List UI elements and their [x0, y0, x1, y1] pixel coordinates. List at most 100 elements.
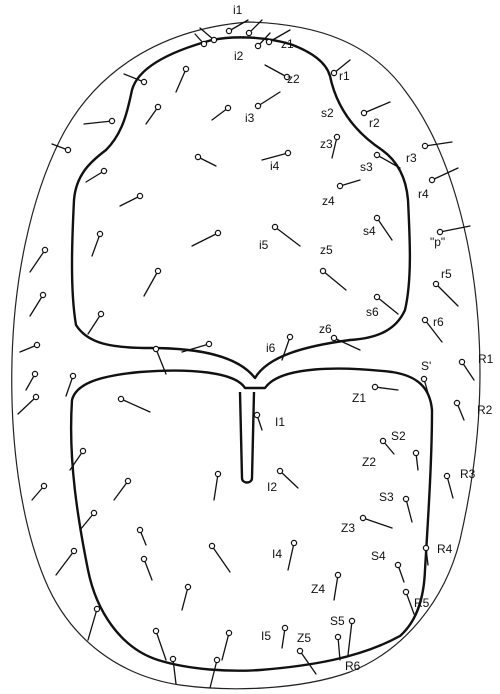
seta-label: Z5	[297, 631, 311, 645]
seta	[210, 657, 220, 688]
seta	[84, 118, 115, 124]
seta	[153, 628, 166, 660]
seta-label: i6	[266, 341, 276, 355]
seta-label: I4	[272, 547, 282, 561]
seta-label: r3	[406, 151, 417, 165]
seta-label: i3	[245, 111, 255, 125]
seta	[277, 468, 298, 488]
seta	[20, 342, 40, 352]
seta	[429, 168, 458, 183]
seta-label: i5	[259, 238, 269, 252]
seta	[137, 527, 146, 545]
seta	[348, 618, 355, 655]
seta	[88, 606, 100, 640]
seta	[403, 589, 414, 614]
seta	[320, 268, 346, 290]
seta	[176, 66, 189, 92]
seta-label: r1	[339, 69, 350, 83]
seta-label: i2	[234, 49, 244, 63]
seta	[413, 450, 418, 470]
seta	[182, 584, 191, 610]
seta-label: "p"	[430, 235, 445, 249]
podonotal-shield	[72, 37, 410, 378]
seta-label: Z1	[352, 391, 366, 405]
seta	[18, 394, 39, 414]
seta	[454, 400, 464, 420]
seta-label: R2	[477, 403, 493, 417]
seta	[337, 180, 360, 189]
seta	[214, 471, 221, 500]
seta	[255, 92, 280, 109]
seta-label: i1	[233, 3, 243, 17]
seta	[114, 478, 131, 500]
seta	[335, 634, 340, 660]
seta-label: Z2	[362, 455, 376, 469]
seta-label: R1	[478, 352, 494, 366]
seta-label: I2	[267, 480, 277, 494]
seta-label: S3	[379, 490, 394, 504]
seta	[272, 224, 300, 246]
seta	[459, 359, 474, 380]
seta	[88, 311, 104, 334]
seta	[120, 193, 143, 206]
seta	[209, 543, 230, 572]
seta-label: z4	[322, 194, 335, 208]
opisthonotal-shield	[71, 369, 432, 671]
seta	[32, 483, 47, 500]
seta	[360, 515, 392, 528]
seta-label: S5	[330, 614, 345, 628]
seta-label: S2	[391, 429, 406, 443]
seta	[195, 154, 216, 166]
seta	[332, 134, 340, 158]
seta-label: I5	[261, 629, 271, 643]
seta	[374, 215, 392, 240]
seta	[297, 648, 316, 674]
seta-label: z2	[287, 72, 300, 86]
seta	[30, 292, 46, 316]
seta-label: z3	[320, 137, 333, 151]
seta	[212, 105, 231, 120]
seta	[254, 412, 262, 430]
seta	[403, 496, 412, 522]
seta-label: s4	[363, 224, 376, 238]
seta	[56, 548, 77, 575]
seta-label: s2	[321, 106, 334, 120]
seta-label: r4	[418, 187, 429, 201]
seta	[192, 230, 221, 246]
seta	[118, 396, 150, 412]
seta	[26, 371, 38, 390]
seta	[86, 168, 107, 182]
seta-label: R5	[414, 596, 430, 610]
seta	[144, 268, 161, 296]
seta-label: z6	[319, 322, 332, 336]
seta-label: s6	[366, 305, 379, 319]
seta	[334, 572, 341, 600]
seta	[282, 334, 293, 360]
seta-label: s3	[360, 160, 373, 174]
seta	[226, 20, 248, 34]
seta	[80, 510, 97, 530]
seta	[265, 65, 290, 80]
seta	[92, 231, 103, 256]
seta	[141, 556, 152, 580]
seta-label: R6	[345, 659, 361, 673]
seta-label: R3	[460, 467, 476, 481]
seta-label: z1	[281, 37, 294, 51]
seta	[444, 473, 453, 498]
seta-label: r5	[441, 267, 452, 281]
seta	[146, 104, 161, 124]
seta	[170, 656, 176, 684]
seta	[361, 102, 390, 116]
seta-label: I1	[275, 415, 285, 429]
seta-label: R4	[437, 542, 453, 556]
seta-label: Z4	[311, 582, 325, 596]
seta-label: S'	[421, 359, 431, 373]
seta	[282, 625, 288, 648]
seta	[222, 630, 232, 660]
seta	[288, 540, 297, 570]
seta	[30, 247, 48, 272]
seta-label: r6	[433, 315, 444, 329]
seta-label: r2	[369, 116, 380, 130]
seta	[395, 562, 404, 582]
